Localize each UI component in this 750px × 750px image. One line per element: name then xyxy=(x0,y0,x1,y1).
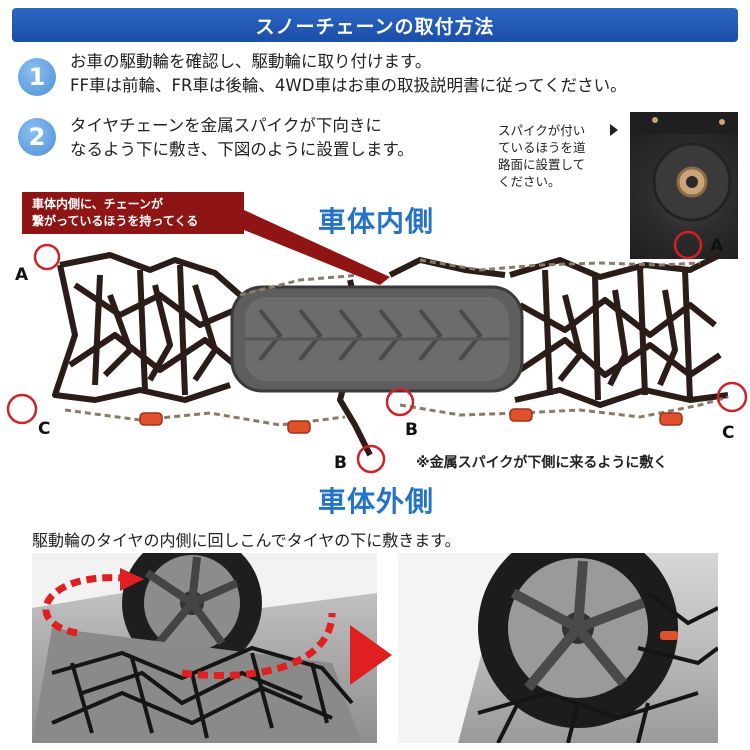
inner-side-label: 車体内側 xyxy=(318,205,435,238)
callout-pointer xyxy=(244,210,390,285)
step-1-text: お車の駆動輪を確認し、駆動輪に取り付けます。 FF車は前輪、FR車は後輪、4WD… xyxy=(70,50,627,98)
spike-closeup-photo xyxy=(630,112,738,259)
step-2-line-2: なるよう下に敷き、下図のように設置します。 xyxy=(70,140,414,159)
point-a-right: A xyxy=(710,236,724,256)
callout-line-2: 繋がっているほうを持ってくる xyxy=(32,214,199,228)
install-photo-after xyxy=(398,553,718,743)
install-instruction: 駆動輪のタイヤの内側に回しこんでタイヤの下に敷きます。 xyxy=(32,531,461,550)
step-1-line-2: FF車は前輪、FR車は後輪、4WD車はお車の取扱説明書に従ってください。 xyxy=(70,76,627,95)
spike-note-line-4: ください。 xyxy=(498,174,561,189)
marker-circles xyxy=(6,230,748,474)
spike-note: スパイクが付い ているほうを道 路面に設置して ください。 xyxy=(498,122,586,190)
point-b-bottom: B xyxy=(334,453,347,473)
step-1-line-1: お車の駆動輪を確認し、駆動輪に取り付けます。 xyxy=(70,52,432,71)
spike-note-line-2: ているほうを道 xyxy=(498,140,586,155)
spike-note-line-1: スパイクが付い xyxy=(498,123,586,138)
step-2-text: タイヤチェーンを金属スパイクが下向きに なるよう下に敷き、下図のように設置します… xyxy=(70,114,414,162)
page-title: スノーチェーンの取付方法 xyxy=(255,15,495,38)
inner-side-callout: 車体内側に、チェーンが 繋がっているほうを持ってくる xyxy=(22,192,244,234)
point-c-right: C xyxy=(722,423,735,443)
triangle-arrow-icon xyxy=(610,124,618,136)
spike-caption: ※金属スパイクが下側に来るように敷く xyxy=(416,455,668,471)
outer-side-label: 車体外側 xyxy=(318,485,435,518)
point-c-left: C xyxy=(38,419,51,439)
chain-diagram xyxy=(6,210,748,474)
connector-chain xyxy=(64,258,729,427)
chain-net xyxy=(52,252,729,457)
point-b-mid: B xyxy=(405,420,418,440)
step-1-badge: 1 xyxy=(18,58,56,96)
install-photo-before xyxy=(32,553,377,743)
title-banner: スノーチェーンの取付方法 xyxy=(12,8,738,42)
tensioner-parts xyxy=(139,408,683,434)
callout-line-1: 車体内側に、チェーンが xyxy=(32,197,164,211)
point-a-left: A xyxy=(15,265,29,285)
spike-note-line-3: 路面に設置して xyxy=(498,157,586,172)
step-2-line-1: タイヤチェーンを金属スパイクが下向きに xyxy=(70,116,382,135)
tire-icon xyxy=(230,285,524,393)
step-2-badge: 2 xyxy=(18,118,56,156)
arrow-right-icon xyxy=(350,625,392,685)
